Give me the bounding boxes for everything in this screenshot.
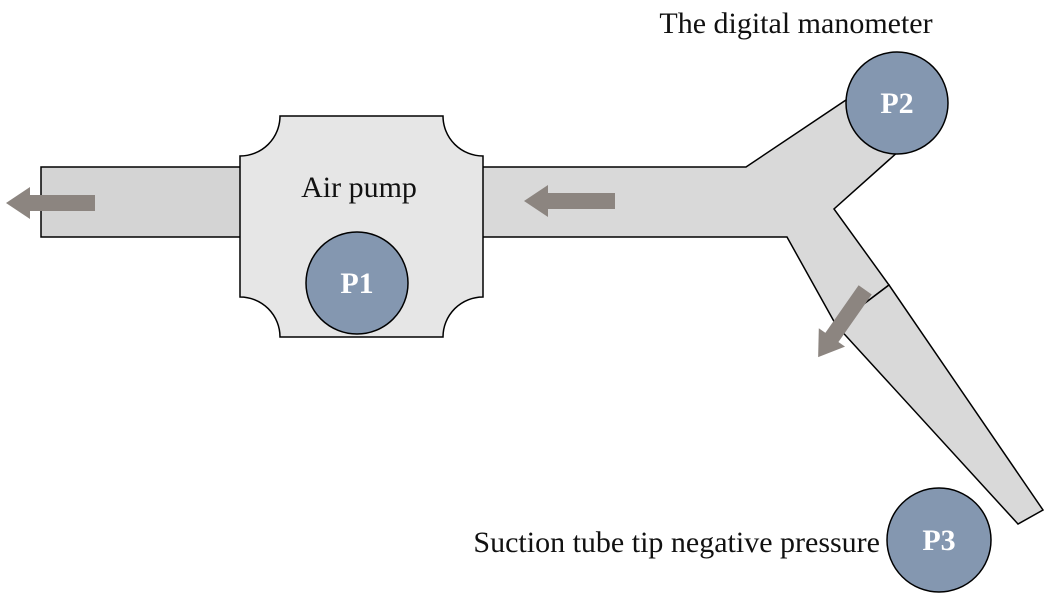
air-pump-label: Air pump	[301, 171, 417, 204]
flow-arrow-branch	[818, 285, 872, 358]
node-p1: P1	[305, 231, 409, 335]
flow-arrow-outlet	[6, 187, 95, 219]
node-p3: P3	[886, 487, 992, 593]
flow-arrow-main	[524, 185, 615, 217]
node-p2: P2	[845, 51, 949, 155]
suction-tip-label: Suction tube tip negative pressure	[473, 526, 880, 559]
node-p3-label: P3	[922, 524, 955, 557]
suction-tube	[834, 283, 1045, 525]
node-p1-label: P1	[340, 267, 373, 300]
manometer-label: The digital manometer	[659, 7, 932, 40]
y-junction-tube	[479, 99, 902, 327]
node-p2-label: P2	[880, 87, 913, 120]
air-pump-body	[239, 115, 484, 338]
